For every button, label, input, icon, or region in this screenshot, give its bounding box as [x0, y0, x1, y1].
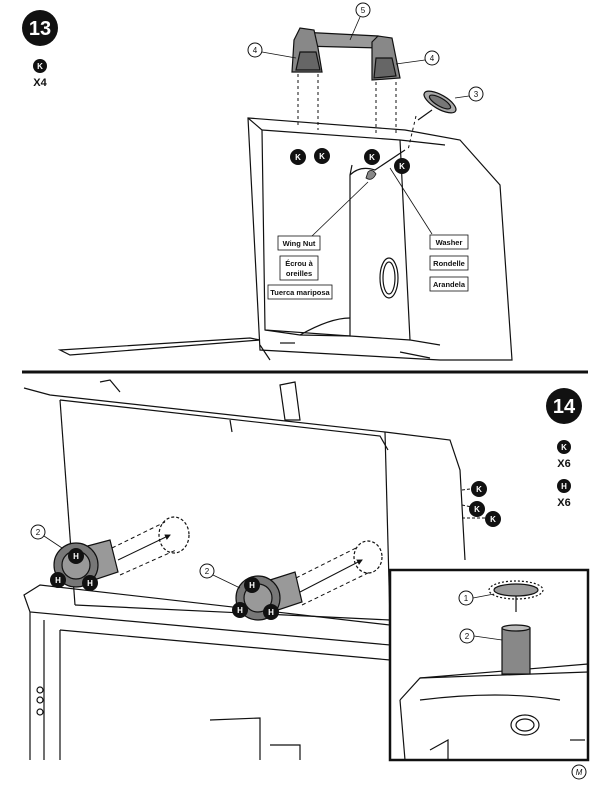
thermometer-gauge [417, 90, 457, 121]
svg-text:K: K [399, 162, 405, 171]
step-13-callouts: 5 4 4 3 [247, 2, 484, 102]
brand-logo: M [571, 764, 587, 780]
svg-text:K: K [295, 153, 301, 162]
step-13-number-badge: 13 [22, 10, 58, 46]
svg-text:1: 1 [464, 594, 469, 603]
callout-4-left: 4 [247, 42, 297, 59]
step-13-panel: 13 K X4 [22, 2, 513, 361]
svg-text:H: H [87, 579, 93, 588]
svg-text:4: 4 [430, 54, 435, 63]
callout-4-right: 4 [395, 50, 440, 66]
svg-text:2: 2 [36, 528, 41, 537]
install-direction-arrows [111, 487, 488, 606]
svg-text:H: H [55, 576, 61, 585]
svg-text:K: K [476, 485, 482, 494]
svg-text:2: 2 [465, 632, 470, 641]
svg-text:3: 3 [474, 90, 479, 99]
step-14-k-badges: K K K [469, 481, 501, 527]
svg-text:K: K [319, 152, 325, 161]
washer-label-en: Washer [436, 238, 463, 247]
inset-callout-1: 1 [458, 590, 495, 606]
svg-text:H: H [561, 482, 567, 491]
svg-text:K: K [369, 153, 375, 162]
step-14-number-badge: 14 [546, 388, 582, 424]
svg-text:K: K [474, 505, 480, 514]
step-13-part-qty: X4 [33, 77, 47, 89]
svg-text:K: K [490, 515, 496, 524]
step-13-number: 13 [29, 18, 51, 40]
thermometer-inset: 1 2 [388, 568, 590, 762]
step-14-panel: 14 K X6 H X6 [23, 379, 590, 762]
svg-text:K: K [561, 443, 567, 452]
grill-lid-step13 [57, 117, 513, 361]
svg-text:5: 5 [361, 6, 366, 15]
wing-nut-label-fr-2: oreilles [286, 269, 312, 278]
svg-text:X6: X6 [557, 458, 570, 470]
svg-text:4: 4 [253, 46, 258, 55]
washer-label-fr: Rondelle [433, 259, 465, 268]
wing-nut-leader [311, 167, 433, 237]
handle-mount-guides [297, 74, 417, 151]
svg-text:2: 2 [205, 567, 210, 576]
svg-text:K: K [37, 62, 43, 71]
svg-text:M: M [576, 768, 583, 777]
svg-text:H: H [249, 581, 255, 590]
step-14-part-h: H X6 [557, 479, 571, 509]
wing-nut-labels: Wing Nut Écrou à oreilles Tuerca maripos… [267, 235, 333, 300]
callout-5: 5 [349, 2, 371, 41]
lid-handle [291, 27, 401, 81]
svg-text:H: H [73, 552, 79, 561]
wing-nut-label-fr-1: Écrou à [285, 259, 313, 268]
step-13-part-k-badge: K [33, 59, 47, 73]
svg-text:H: H [268, 608, 274, 617]
callout-2-right: 2 [199, 563, 241, 589]
inset-callout-2: 2 [459, 628, 503, 644]
wing-nut-label-en: Wing Nut [283, 239, 316, 248]
callout-3: 3 [454, 86, 484, 102]
svg-text:H: H [237, 606, 243, 615]
svg-text:X6: X6 [557, 497, 570, 509]
step-14-part-k: K X6 [557, 440, 571, 470]
washer-labels: Washer Rondelle Arandela [429, 234, 469, 292]
callout-2-left: 2 [30, 524, 63, 549]
step-13-k-badges: K K K K [290, 148, 410, 174]
washer-label-es: Arandela [433, 280, 466, 289]
step-14-number: 14 [553, 396, 576, 418]
wing-nut-label-es: Tuerca mariposa [270, 288, 330, 297]
step-14-h-badges: H H H H H H [50, 548, 279, 620]
